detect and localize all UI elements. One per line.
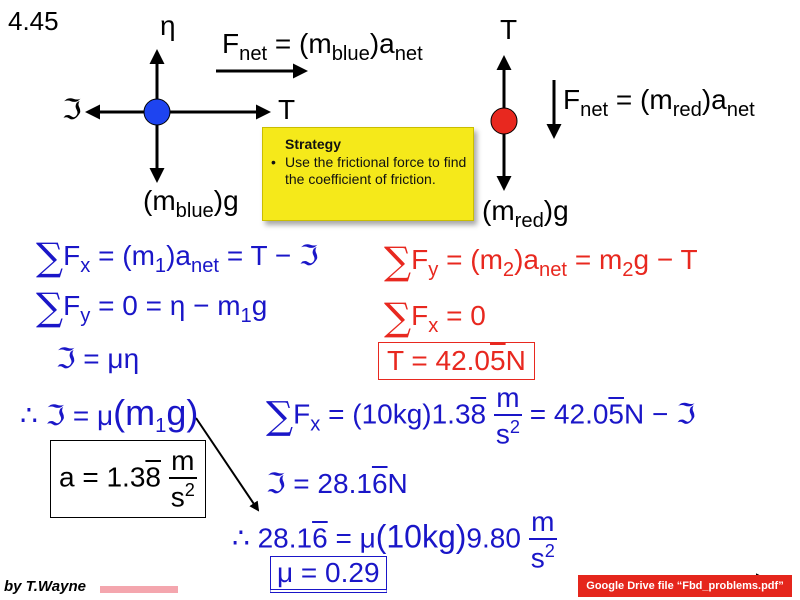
mu-unit-fraction: m s2 (528, 506, 557, 574)
red-tension-label: T (500, 14, 518, 45)
blue-tension-label: T (278, 94, 296, 125)
accel-unit-fraction: m s2 (168, 445, 197, 513)
blue-mass-dot (143, 98, 171, 126)
google-drive-link[interactable]: Google Drive file “Fbd_problems.pdf” (578, 575, 792, 597)
problem-number: 4.45 (8, 6, 59, 36)
mu-result: μ = 0.29 (270, 556, 387, 593)
acceleration-box: a = 1.38 m s2 (50, 440, 206, 519)
solve-mu-equation: ∴ 28.16 = μ(10kg)9.80 m s2 (232, 506, 557, 574)
friction-definition: ℑ = μη (56, 343, 140, 374)
friction-therefore: ∴ ℑ = μ(m1g) (20, 392, 199, 438)
strategy-note: Strategy Use the frictional force to fin… (262, 127, 474, 221)
blue-sum-fy: ∑Fy = 0 = η − m1g (36, 285, 268, 329)
author-credit: by T.Wayne (4, 578, 86, 595)
blue-normal-label: η (160, 10, 176, 41)
red-sum-fy: ∑Fy = (m2)anet = m2g − T (384, 239, 698, 283)
red-sum-fx: ∑Fx = 0 (384, 295, 486, 339)
tension-box: T = 42.05N (378, 342, 535, 380)
red-fnet-equation: Fnet = (mred)anet (563, 84, 755, 122)
fx-unit-fraction: m s2 (493, 382, 523, 450)
blue-fnet-equation: Fnet = (mblue)anet (222, 28, 423, 66)
red-mass-dot (490, 107, 518, 135)
blue-sum-fx-numeric: ∑Fx = (10kg)1.38 m s2 = 42.05N − ℑ (266, 382, 696, 450)
blue-weight-label: (mblue)g (143, 185, 239, 223)
friction-value: ℑ = 28.16N (266, 468, 408, 499)
blue-sum-fx: ∑Fx = (m1)anet = T − ℑ (36, 235, 319, 279)
strategy-title: Strategy (285, 136, 342, 152)
strategy-list: Use the frictional force to find the coe… (263, 154, 473, 188)
blue-friction-label: ℑ (62, 93, 82, 126)
strategy-bullet: Use the frictional force to find the coe… (271, 154, 473, 188)
red-weight-label: (mred)g (482, 195, 569, 233)
author-underline-bar (100, 586, 178, 593)
